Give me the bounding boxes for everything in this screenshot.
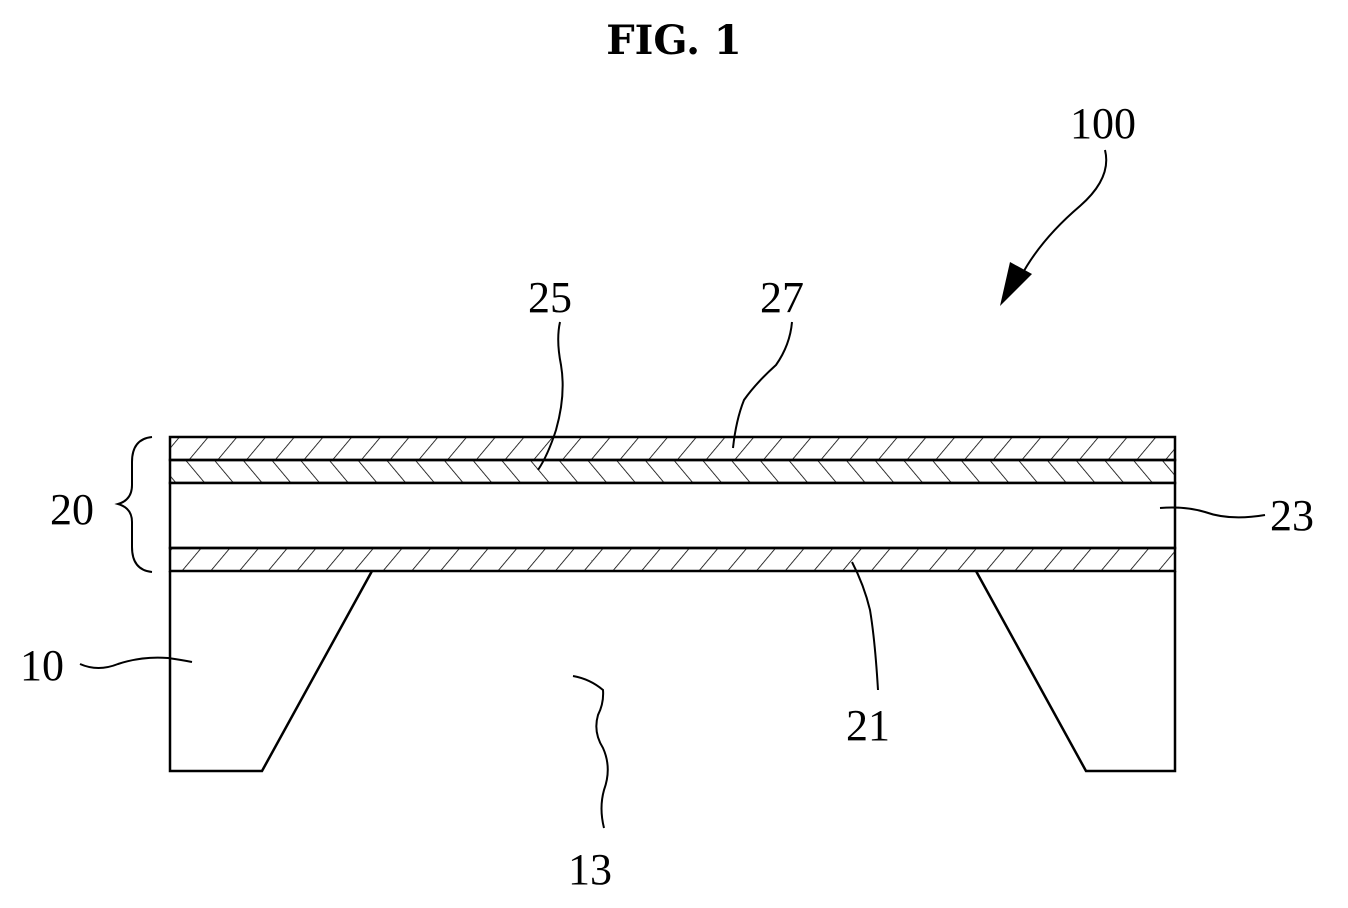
- label-device-100: 100: [1070, 99, 1136, 148]
- label-layer-23: 23: [1270, 491, 1314, 540]
- layer-23: [170, 483, 1175, 548]
- figure-title: FIG. 1: [606, 17, 742, 64]
- membrane-brace: [118, 437, 152, 572]
- label-layer-25: 25: [528, 273, 572, 322]
- leader-27: [733, 322, 792, 448]
- device-arrow-head: [1000, 262, 1032, 306]
- label-layer-21: 21: [846, 701, 890, 750]
- label-substrate-10: 10: [20, 641, 64, 690]
- leader-10: [80, 658, 192, 668]
- label-layer-27: 27: [760, 273, 804, 322]
- layer-25: [170, 460, 1175, 483]
- label-membrane-20: 20: [50, 485, 94, 534]
- device-arrow-shaft: [1020, 150, 1106, 278]
- substrate-left: [170, 571, 372, 771]
- layer-27: [170, 437, 1175, 460]
- substrate-right: [976, 571, 1175, 771]
- leader-21: [852, 562, 878, 690]
- layer-21: [170, 548, 1175, 571]
- label-cavity-13: 13: [568, 845, 612, 894]
- leader-13: [573, 676, 608, 828]
